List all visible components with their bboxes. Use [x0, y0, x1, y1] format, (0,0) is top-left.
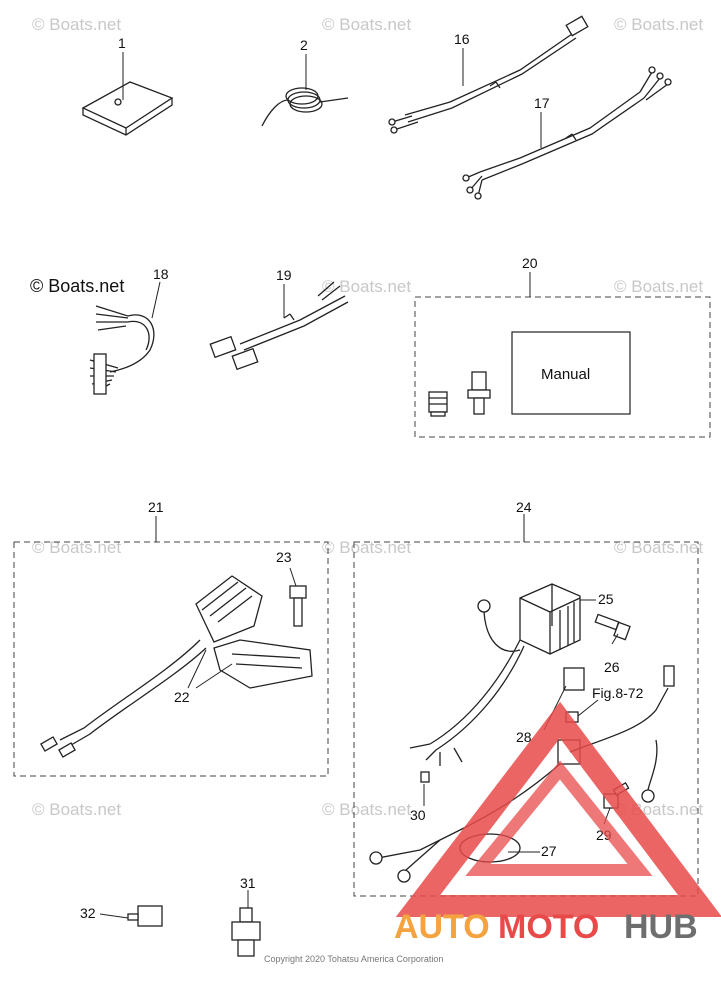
watermarks: © Boats.net © Boats.net © Boats.net © Bo… — [32, 15, 703, 819]
callout-fig-ref: Fig.8-72 — [592, 685, 644, 701]
part-2-spring — [261, 87, 349, 127]
part-19-harness — [209, 281, 349, 371]
logo-moto: MOTO — [498, 908, 599, 946]
watermark: © Boats.net — [322, 15, 411, 34]
watermark: © Boats.net — [32, 538, 121, 557]
watermark: © Boats.net — [614, 277, 703, 296]
logo-auto: AUTO — [394, 908, 490, 946]
part-26-bolt — [594, 613, 631, 641]
part-24-wiring — [409, 599, 525, 766]
watermark: © Boats.net — [322, 277, 411, 296]
part-31-fitting — [231, 907, 261, 957]
callout-18: 18 — [153, 266, 169, 282]
watermark: © Boats.net — [32, 800, 121, 819]
callout-23: 23 — [276, 549, 292, 565]
part-20-valve — [467, 371, 491, 415]
watermark: © Boats.net — [614, 15, 703, 34]
part-28-relay — [557, 667, 585, 765]
callout-28: 28 — [516, 729, 532, 745]
part-25-regulator — [519, 583, 581, 655]
callout-21: 21 — [148, 499, 164, 515]
watermark: © Boats.net — [614, 538, 703, 557]
group-21-box — [13, 541, 329, 777]
part-17-cord — [462, 66, 672, 200]
part-30-fuse — [420, 771, 430, 783]
manual-label: Manual — [541, 366, 590, 383]
callout-32: 32 — [80, 905, 96, 921]
part-21-wire — [40, 639, 207, 758]
callout-19: 19 — [276, 267, 292, 283]
part-22-coil — [195, 575, 313, 689]
part-16-cord — [388, 15, 589, 134]
group-20-box — [414, 296, 711, 438]
callout-24: 24 — [516, 499, 532, 515]
watermark: © Boats.net — [32, 15, 121, 34]
callout-26: 26 — [604, 659, 620, 675]
manual-book — [511, 331, 631, 415]
automotohub-logo: AUTO MOTO HUB — [394, 701, 721, 946]
callout-16: 16 — [454, 31, 470, 47]
watermark: © Boats.net — [322, 800, 411, 819]
logo-hub: HUB — [624, 908, 698, 946]
part-20-plug — [428, 391, 448, 417]
callout-30: 30 — [410, 807, 426, 823]
callout-27: 27 — [541, 843, 557, 859]
callout-25: 25 — [598, 591, 614, 607]
copyright: Copyright 2020 Tohatsu America Corporati… — [264, 954, 443, 964]
watermark: © Boats.net — [322, 538, 411, 557]
callout-31: 31 — [240, 875, 256, 891]
part-32-spacer — [127, 905, 163, 927]
part-23-bolt — [289, 585, 307, 627]
part-18-harness — [89, 305, 155, 395]
callout-22: 22 — [174, 689, 190, 705]
part-1-pouch — [81, 81, 174, 136]
callout-17: 17 — [534, 95, 550, 111]
boats-net-logo: © Boats.net — [30, 276, 124, 296]
callout-20: 20 — [522, 255, 538, 271]
callout-1: 1 — [118, 35, 126, 51]
callout-2: 2 — [300, 37, 308, 53]
